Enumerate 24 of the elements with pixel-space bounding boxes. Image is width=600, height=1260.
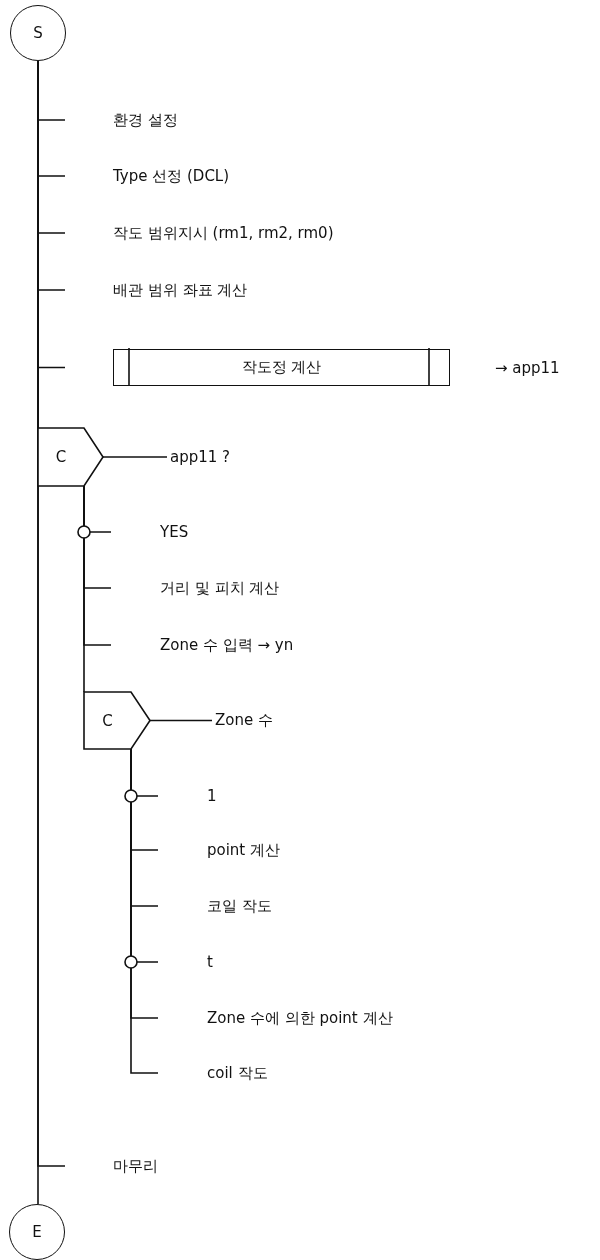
step-text: Zone 수에 의한 point 계산 — [207, 1008, 393, 1028]
step-text: 마무리 — [113, 1156, 158, 1176]
step-text: coil 작도 — [207, 1063, 268, 1083]
case-symbol: C — [84, 692, 150, 749]
step-text: app11 ? — [170, 447, 231, 467]
terminal-circle: E — [9, 1204, 65, 1260]
step-text: 거리 및 피치 계산 — [160, 578, 280, 598]
subroutine-box: 작도정 계산 — [113, 349, 450, 386]
case-symbol: C — [38, 428, 103, 486]
connector-line — [149, 719, 213, 722]
side-note: → app11 — [495, 357, 560, 378]
terminal-circle: S — [10, 5, 66, 61]
step-text: YES — [160, 522, 189, 542]
step-text: 1 — [207, 786, 217, 806]
step-text: Zone 수 입력 → yn — [160, 635, 294, 655]
step-text: t — [207, 952, 213, 972]
step-text: 작도 범위지시 (rm1, rm2, rm0) — [113, 223, 334, 243]
connector-line — [102, 456, 168, 458]
step-text: point 계산 — [207, 840, 281, 860]
step-text: 코일 작도 — [207, 896, 272, 916]
step-text: 환경 설정 — [113, 110, 178, 130]
step-text: Zone 수 — [215, 710, 273, 730]
step-text: 배관 범위 좌표 계산 — [113, 280, 248, 300]
step-text: Type 선정 (DCL) — [113, 166, 230, 186]
